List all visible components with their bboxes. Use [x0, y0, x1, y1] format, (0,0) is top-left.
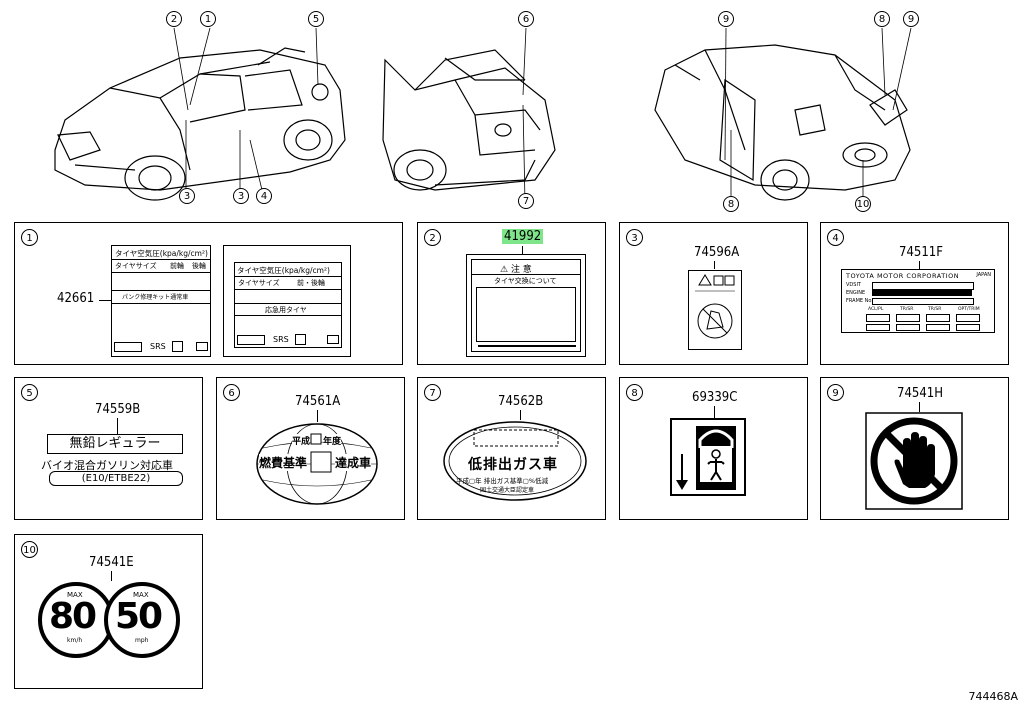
panel-number: 4 [827, 229, 844, 246]
child-lock-icon [670, 418, 746, 496]
panel-number: 5 [21, 384, 38, 401]
no-touch-hand-icon [865, 412, 963, 510]
vehicle-id-plate: TOYOTA MOTOR CORPORATION JAPAN VDSIT ENG… [841, 269, 995, 333]
low-emission-label [443, 421, 587, 501]
tire-pressure-label-b: タイヤ空気圧(kpa/kg/cm²) タイヤサイズ 前・後輪 応急用タイヤ SR… [223, 245, 351, 357]
panel-number: 10 [21, 541, 38, 558]
caution-label: ⚠ 注 意 タイヤ交換について [466, 254, 586, 357]
callout-3-front-a: 3 [179, 188, 195, 204]
callout-1-front: 1 [200, 11, 216, 27]
panel-3: 3 74596A [619, 222, 808, 365]
mph-speed-value: 50 [115, 596, 163, 637]
fuel-type-label-line2: バイオ混合ガソリン対応車 [41, 459, 173, 472]
panel-number: 9 [827, 384, 844, 401]
airbag-warning-label [688, 270, 742, 350]
callout-10-open: 10 [855, 196, 871, 212]
callout-6-rear: 6 [518, 11, 534, 27]
km-speed-value: 80 [49, 596, 97, 637]
low-emission-sub: 平成▢年 排出ガス基準▢%低減 [456, 477, 549, 485]
part-number: 74541H [897, 386, 943, 401]
part-number: 74511F [899, 245, 943, 260]
callout-9-open-a: 9 [718, 11, 734, 27]
fuel-economy-year-suffix: 年度 [323, 434, 342, 447]
panel-4: 4 74511F TOYOTA MOTOR CORPORATION JAPAN … [820, 222, 1009, 365]
panel-number: 6 [223, 384, 240, 401]
diagram-code: 744468A [968, 690, 1018, 703]
panel-5: 5 74559B 無鉛レギュラー バイオ混合ガソリン対応車 (E10/ETBE2… [14, 377, 203, 520]
panel-number: 7 [424, 384, 441, 401]
mph-max-label: MAX [133, 591, 149, 599]
callout-9-open-b: 9 [903, 11, 919, 27]
panel-7: 7 74562B 低排出ガス車 平成▢年 排出ガス基準▢%低減 国土交通大臣認定… [417, 377, 606, 520]
fuel-type-label-line1: 無鉛レギュラー [47, 434, 183, 454]
panel-number: 1 [21, 229, 38, 246]
km-max-label: MAX [67, 591, 83, 599]
callout-7-rear: 7 [518, 193, 534, 209]
part-number: 74559B [95, 402, 141, 417]
tire-pressure-label-a: タイヤ空気圧(kpa/kg/cm²) タイヤサイズ 前輪 後輪 パンク修理キット… [111, 245, 211, 357]
callout-2-front: 2 [166, 11, 182, 27]
fuel-economy-year-prefix: 平成 [292, 434, 311, 447]
panel-6: 6 74561A 平成 年度 燃費基準 達成車 [216, 377, 405, 520]
callout-4-front: 4 [256, 188, 272, 204]
panel-10: 10 74541E MAX 80 km/h MAX 50 mph [14, 534, 203, 689]
part-number-highlighted: 41992 [502, 229, 544, 244]
panel-9: 9 74541H [820, 377, 1009, 520]
fuel-economy-main-2: 達成車 [335, 454, 372, 471]
rear-car-illustration [382, 27, 556, 203]
part-number: 74562B [498, 394, 544, 409]
fuel-economy-main-1: 燃費基準 [259, 454, 308, 471]
callout-5-front: 5 [308, 11, 324, 27]
mph-unit-label: mph [135, 637, 149, 644]
low-emission-certify: 国土交通大臣認定車 [480, 487, 535, 494]
part-number: 74596A [694, 245, 740, 260]
callout-3-front-b: 3 [233, 188, 249, 204]
part-number: 69339C [692, 390, 738, 405]
km-unit-label: km/h [67, 637, 83, 644]
speed-limit-mph-sign [104, 582, 180, 658]
panel-1: 1 42661 タイヤ空気圧(kpa/kg/cm²) タイヤサイズ 前輪 後輪 … [14, 222, 403, 365]
airbag-warning-icon [695, 274, 735, 339]
part-number: 42661 [57, 291, 95, 306]
fuel-type-label-line3: (E10/ETBE22) [49, 471, 183, 486]
front-car-illustration [54, 27, 346, 201]
low-emission-main: 低排出ガス車 [468, 457, 558, 473]
panel-8: 8 69339C [619, 377, 808, 520]
panel-number: 3 [626, 229, 643, 246]
open-car-illustration [654, 27, 912, 202]
part-number: 74541E [89, 555, 134, 570]
panel-number: 2 [424, 229, 441, 246]
part-number: 74561A [295, 394, 341, 409]
panel-2: 2 41992 ⚠ 注 意 タイヤ交換について [417, 222, 606, 365]
panel-number: 8 [626, 384, 643, 401]
callout-8-open-b: 8 [723, 196, 739, 212]
callout-8-open-a: 8 [874, 11, 890, 27]
